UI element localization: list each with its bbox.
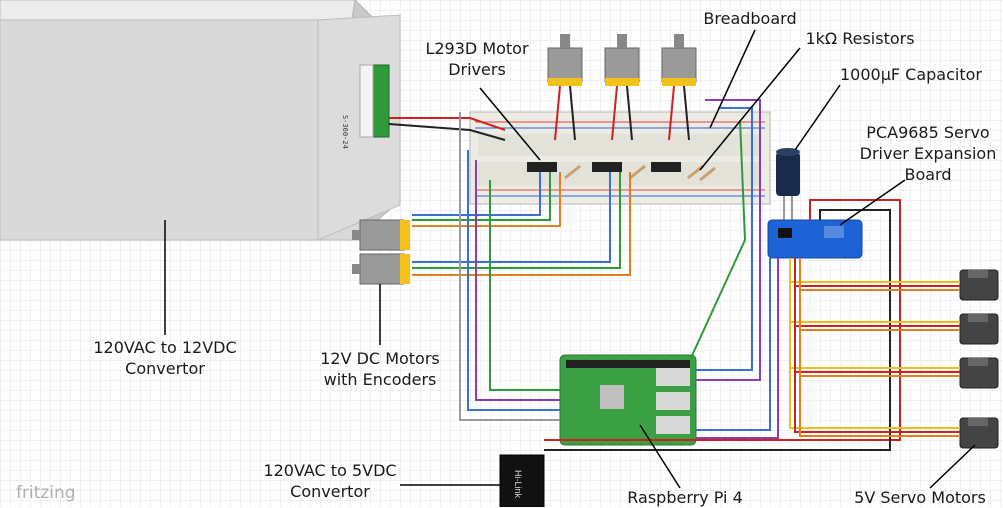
leader-pca9685 (839, 179, 906, 226)
leader-lines (164, 29, 976, 489)
label-converter-12v-line-2: Convertor (125, 359, 205, 378)
left-motor-2 (352, 253, 410, 285)
label-dc-motors-line-1: 12V DC Motors (320, 349, 440, 368)
leader-capacitor (794, 84, 841, 151)
label-pca9685-line-3: Board (904, 165, 952, 184)
label-l293d-line-1: L293D Motor (425, 39, 529, 58)
top-motor-1 (547, 34, 583, 86)
label-dc-motors-line-2: with Encoders (323, 370, 437, 389)
psu-front-face (0, 19, 361, 241)
pca9685-board (767, 219, 863, 259)
breadboard-holes-upper (478, 134, 762, 156)
leader-l293d (479, 87, 541, 161)
servo-1 (959, 269, 999, 301)
label-dc-motors: 12V DC Motors with Encoders (310, 348, 450, 390)
label-converter-5v-line-2: Convertor (290, 482, 370, 501)
psu-12v: S-360-24 (0, 0, 401, 241)
fritzing-watermark: fritzing (16, 483, 76, 503)
label-raspberry-pi: Raspberry Pi 4 (627, 488, 743, 507)
label-converter-5v-line-1: 120VAC to 5VDC (263, 461, 397, 480)
servo-3 (959, 357, 999, 389)
hilink-text: Hi-Link (513, 470, 523, 499)
leader-pi (639, 424, 681, 489)
l293d-chip-2 (592, 162, 622, 172)
psu-terminal-block (372, 64, 390, 138)
capacitor-1000uf (776, 148, 800, 222)
label-pca9685: PCA9685 Servo Driver Expansion Board (848, 122, 1003, 185)
label-pca9685-line-2: Driver Expansion (859, 144, 997, 163)
label-pca9685-line-1: PCA9685 Servo (866, 123, 990, 142)
top-motor-2 (604, 34, 640, 86)
hilink-converter: Hi-Link (499, 454, 545, 507)
wires (388, 85, 960, 451)
label-servo-motors: 5V Servo Motors (854, 488, 986, 507)
label-l293d-line-2: Drivers (448, 60, 506, 79)
label-l293d: L293D Motor Drivers (412, 38, 542, 80)
label-converter-12v: 120VAC to 12VDC Convertor (80, 337, 250, 379)
label-breadboard: Breadboard (703, 9, 797, 28)
psu-model-text: S-360-24 (341, 115, 349, 149)
label-converter-12v-line-1: 120VAC to 12VDC (93, 338, 237, 357)
leader-servos (929, 444, 976, 489)
leader-breadboard (709, 29, 756, 129)
label-capacitor: 1000µF Capacitor (839, 65, 982, 84)
label-converter-5v: 120VAC to 5VDC Convertor (260, 460, 400, 502)
resistor-group (564, 164, 716, 182)
l293d-chip-1 (527, 162, 557, 172)
leader-resistors (699, 47, 801, 171)
label-resistors: 1kΩ Resistors (805, 29, 915, 48)
l293d-chip-3 (651, 162, 681, 172)
servo-4 (959, 417, 999, 449)
psu-terminal-label-strip (359, 64, 374, 138)
top-motor-3 (661, 34, 697, 86)
raspberry-pi-board (559, 354, 697, 446)
left-motor-1 (352, 219, 410, 251)
servo-2 (959, 313, 999, 345)
